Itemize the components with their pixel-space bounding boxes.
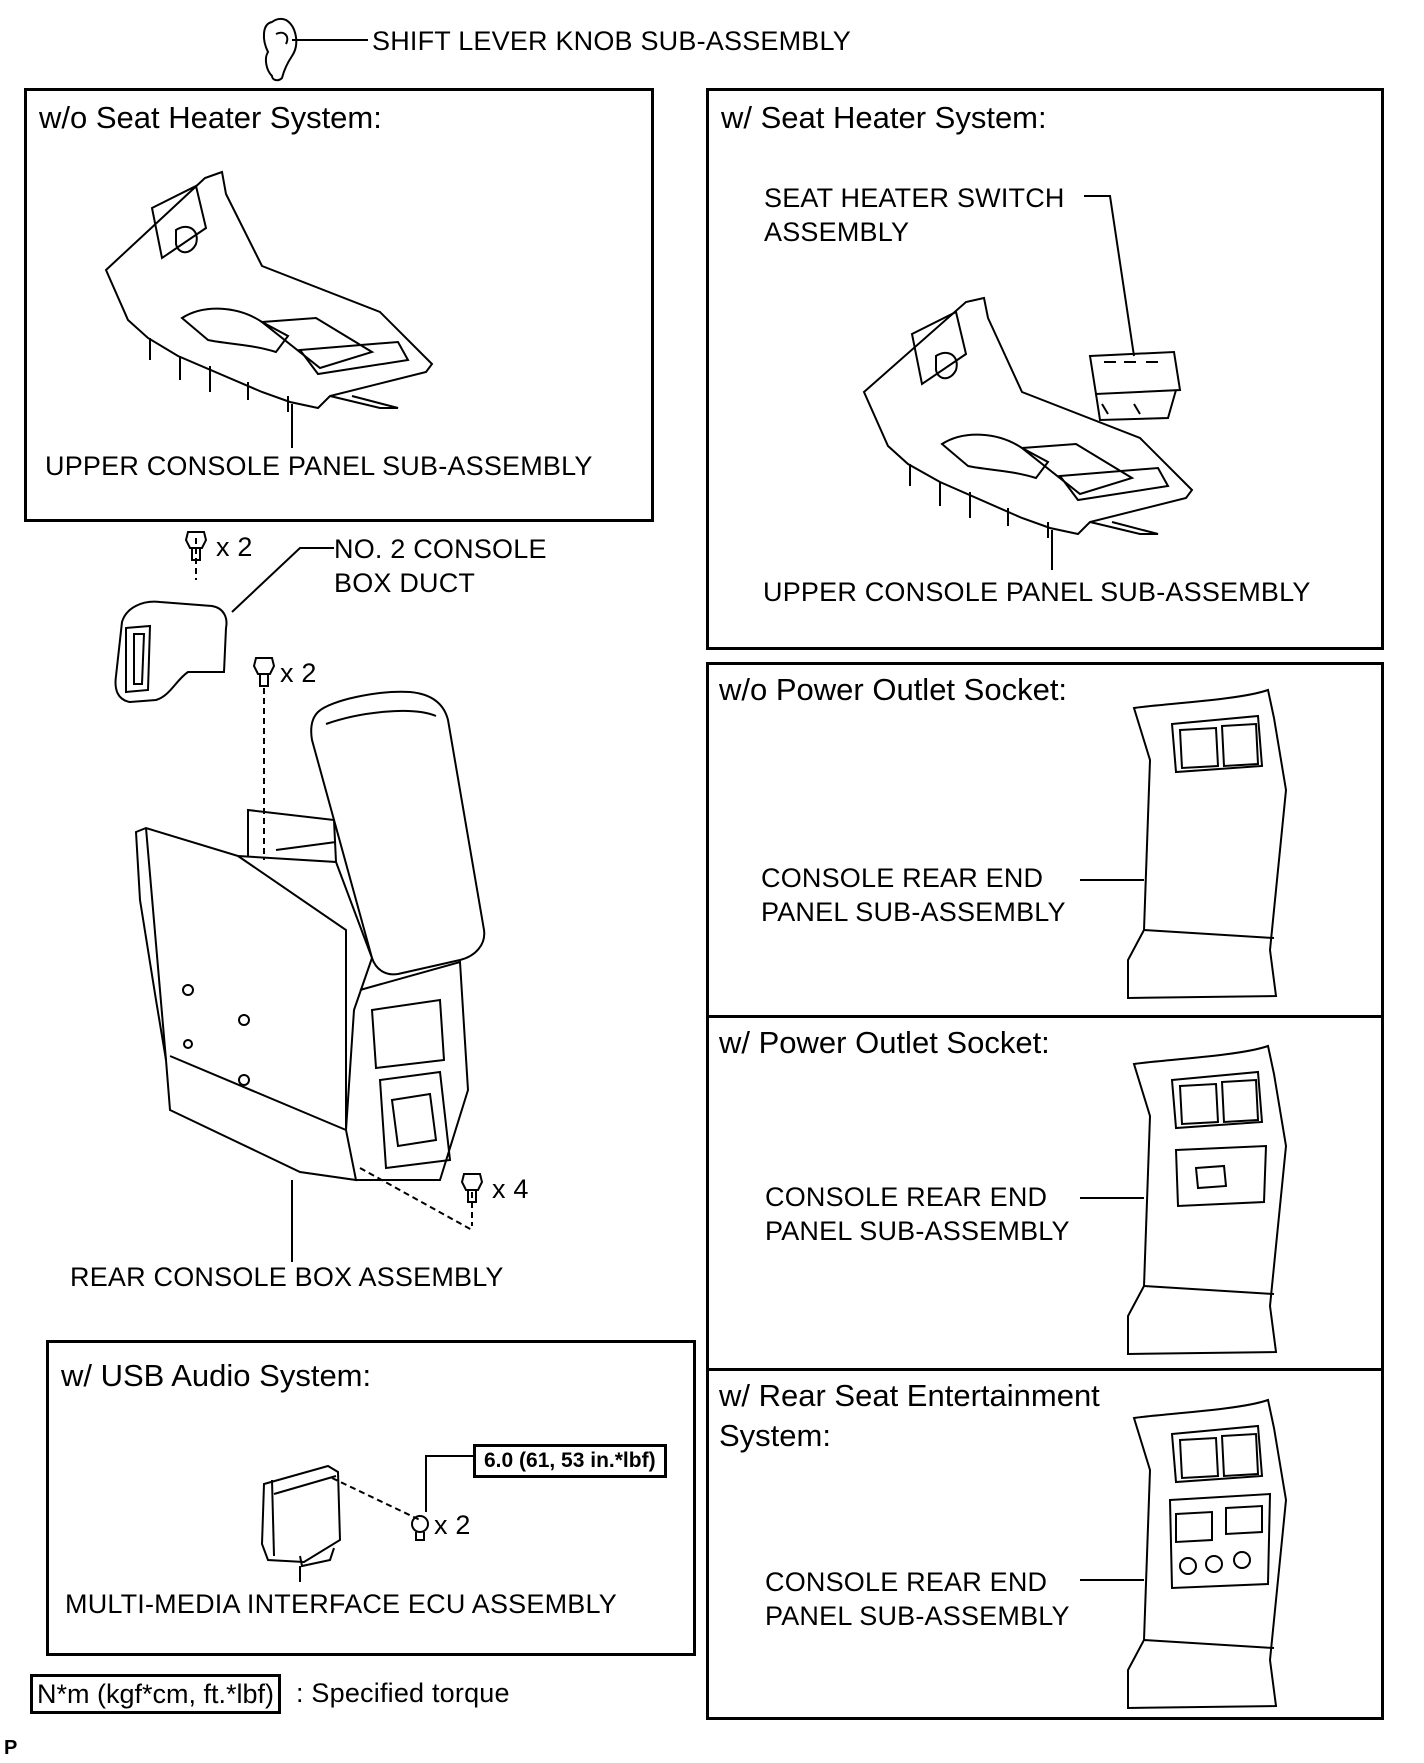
rear-end-panel-label: CONSOLE REAR END — [761, 863, 1044, 893]
panel-heading: w/ USB Audio System: — [61, 1358, 372, 1393]
rear-end-panel-label: CONSOLE REAR END — [765, 1567, 1048, 1597]
rear-end-panel-illustration-3 — [1080, 1398, 1288, 1710]
upper-console-panel-label: UPPER CONSOLE PANEL SUB-ASSEMBLY — [45, 451, 593, 481]
rear-console-box-label: REAR CONSOLE BOX ASSEMBLY — [70, 1262, 504, 1292]
shift-knob-illustration — [262, 17, 368, 82]
ecu-label: MULTI-MEDIA INTERFACE ECU ASSEMBLY — [65, 1589, 617, 1619]
panel-heading: w/o Seat Heater System: — [39, 100, 382, 135]
duct-label-2: BOX DUCT — [334, 568, 476, 598]
panel-heading-2: System: — [719, 1418, 831, 1453]
duct-label: NO. 2 CONSOLE — [334, 534, 547, 564]
ecu-bolt-qty: x 2 — [434, 1510, 471, 1540]
upper-console-panel-label: UPPER CONSOLE PANEL SUB-ASSEMBLY — [763, 577, 1311, 607]
panel-w-usb-audio: w/ USB Audio System: MULTI-MEDIA INTERFA… — [46, 1340, 696, 1656]
rear-console-box-illustration — [134, 688, 486, 1262]
seat-heater-switch-label-2: ASSEMBLY — [764, 217, 910, 247]
upper-console-panel-illustration — [104, 170, 434, 448]
rear-end-panel-label: CONSOLE REAR END — [765, 1182, 1048, 1212]
console-bolt-qty-bottom: x 4 — [492, 1174, 529, 1204]
corner-mark: P — [4, 1737, 18, 1759]
duct-bolt-qty: x 2 — [216, 532, 253, 562]
console-bolt-qty-top: x 2 — [280, 658, 317, 688]
rear-end-panel-label-2: PANEL SUB-ASSEMBLY — [765, 1216, 1070, 1246]
panel-heading: w/ Rear Seat Entertainment — [719, 1378, 1100, 1413]
seat-heater-switch-label: SEAT HEATER SWITCH — [764, 183, 1065, 213]
panel-w-rear-seat-entertainment: w/ Rear Seat Entertainment System: CONSO… — [706, 1368, 1384, 1720]
panel-wo-seat-heater: w/o Seat Heater System: UPPER CONSOLE PA… — [24, 88, 654, 522]
rear-end-panel-illustration-1 — [1080, 688, 1288, 1000]
panel-w-seat-heater: w/ Seat Heater System: SEAT HEATER SWITC… — [706, 88, 1384, 650]
panel-heading: w/ Seat Heater System: — [721, 100, 1047, 135]
panel-heading: w/ Power Outlet Socket: — [719, 1025, 1050, 1060]
panel-w-power-outlet: w/ Power Outlet Socket: CONSOLE REAR END… — [706, 1015, 1384, 1371]
rear-end-panel-illustration-2 — [1080, 1044, 1288, 1356]
torque-legend-text: : Specified torque — [296, 1678, 510, 1708]
upper-console-with-switch-illustration — [862, 195, 1194, 570]
rear-end-panel-label-2: PANEL SUB-ASSEMBLY — [761, 897, 1066, 927]
torque-legend-box: N*m (kgf*cm, ft.*lbf) — [30, 1674, 282, 1714]
multimedia-ecu-illustration — [260, 1455, 476, 1582]
bolt-icons — [184, 531, 484, 1541]
shift-lever-knob-label: SHIFT LEVER KNOB SUB-ASSEMBLY — [372, 26, 851, 56]
rear-end-panel-label-2: PANEL SUB-ASSEMBLY — [765, 1601, 1070, 1631]
panel-heading: w/o Power Outlet Socket: — [719, 672, 1068, 707]
panel-wo-power-outlet: w/o Power Outlet Socket: CONSOLE REAR EN… — [706, 662, 1384, 1018]
torque-spec-box: 6.0 (61, 53 in.*lbf) — [473, 1444, 667, 1478]
